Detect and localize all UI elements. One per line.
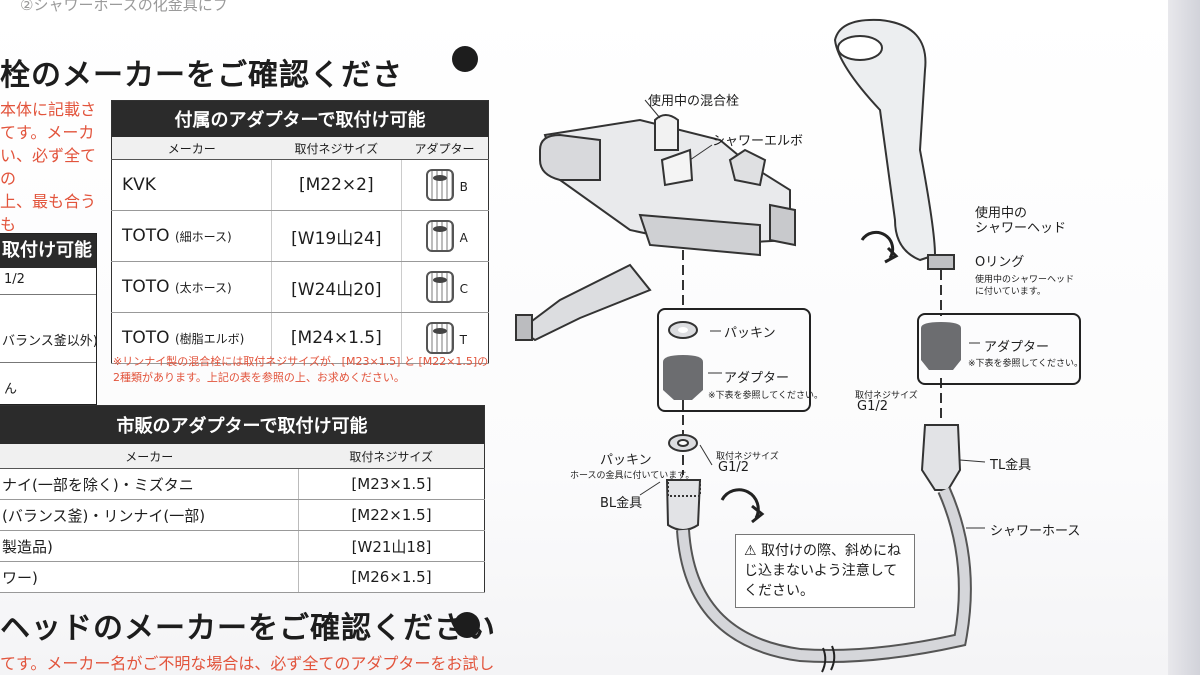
adapter-note: ※下表を参照してください。: [708, 391, 824, 401]
table2-title: 市販のアダプターで取付け可能: [0, 405, 485, 444]
packing2-note: ホースの金具に付いています。: [570, 471, 695, 481]
tl-fitting-label: TL金具: [990, 458, 1032, 473]
bl-fitting-label: BL金具: [600, 496, 643, 511]
table-row: ワー)[M26×1.5]: [0, 561, 485, 593]
heading-bullet: [452, 46, 478, 72]
mixer-label: 使用中の混合栓: [648, 94, 740, 109]
warning-text: 取付けの際、斜めにねじ込まないよう注意してください。: [744, 543, 902, 599]
table1-title: 付属のアダプターで取付け可能: [111, 100, 489, 137]
elbow-label: シャワーエルボ: [712, 134, 804, 149]
packing2-label: パッキン: [600, 453, 652, 468]
table2-col-maker: メーカー: [0, 444, 299, 469]
oring-label: Oリング: [975, 255, 1025, 270]
size-right-value: G1/2: [857, 399, 888, 414]
oring-note: 使用中のシャワーヘッドに付いています。: [975, 275, 1075, 297]
table-row: TOTO (細ホース) [W19山24] A: [111, 210, 489, 262]
adapter2-label: アダプター: [984, 340, 1050, 355]
adapter-callout-right: [917, 313, 1081, 385]
retail-adapter-table: 市販のアダプターで取付け可能 メーカー 取付ネジサイズ ナイ(一部を除く)・ミズ…: [0, 405, 485, 593]
rinnai-note: ※リンナイ製の混合栓には取付ネジサイズが、[M23×1.5] と [M22×1.…: [113, 355, 489, 384]
adapter2-note: ※下表を参照してください。: [968, 359, 1084, 369]
adapter-nut-icon: [425, 271, 454, 303]
section-heading-cut: ②シャワーホースの化金具にフ: [20, 0, 228, 14]
packing-label: パッキン: [724, 326, 776, 341]
table-row: (バランス釜)・リンナイ(一部)[M22×1.5]: [0, 499, 485, 531]
installation-diagram: [515, 18, 986, 673]
sheet-edge: [1168, 0, 1200, 675]
partial-compat-table: 取付け可能 1/2 バランス釜以外) ん: [0, 233, 97, 405]
table1-col-size: 取付ネジサイズ: [271, 137, 402, 160]
size-left-value: G1/2: [718, 460, 749, 475]
bottom-red-note: てす。メーカー名がご不明な場合は、必ず全てのアダプターをお試し: [0, 654, 495, 673]
size-left-label: 取付ネジサイズ: [716, 452, 779, 462]
faucet-maker-heading: 栓のメーカーをご確認くださ: [0, 58, 403, 93]
showerhead-maker-heading: ヘッドのメーカーをご確認ください: [0, 611, 496, 646]
table1-col-maker: メーカー: [111, 137, 272, 160]
included-adapter-table: 付属のアダプターで取付け可能 メーカー 取付ネジサイズ アダプター KVK [M…: [111, 100, 489, 364]
table2-col-size: 取付ネジサイズ: [298, 444, 485, 469]
showerhead-label: 使用中の シャワーヘッド: [975, 206, 1067, 236]
partial-table-title: 取付け可能: [0, 234, 96, 268]
adapter-nut-icon: [425, 169, 454, 201]
table-row: ナイ(一部を除く)・ミズタニ[M23×1.5]: [0, 468, 485, 500]
warning-icon: ⚠: [744, 543, 757, 559]
table-row: KVK [M22×2] B: [111, 159, 489, 211]
table-row: TOTO (太ホース) [W24山20] C: [111, 261, 489, 313]
table-row: 製造品)[W21山18]: [0, 530, 485, 562]
adapter-nut-icon: [425, 322, 454, 354]
shower-hose-label: シャワーホース: [990, 524, 1081, 539]
heading-bullet: [454, 612, 480, 638]
table-row: TOTO (樹脂エルボ) [M24×1.5] T: [111, 312, 489, 364]
adapter-callout-left: [657, 308, 811, 412]
size-right-label: 取付ネジサイズ: [855, 391, 918, 401]
faucet-red-note: 本体に記載さ てす。メーカ い、必ず全ての 上、最も合うも: [0, 100, 97, 234]
warning-box: ⚠ 取付けの際、斜めにねじ込まないよう注意してください。: [735, 534, 915, 608]
adapter-nut-icon: [425, 220, 454, 252]
table1-col-adapter: アダプター: [401, 137, 489, 160]
adapter-label: アダプター: [724, 371, 790, 386]
